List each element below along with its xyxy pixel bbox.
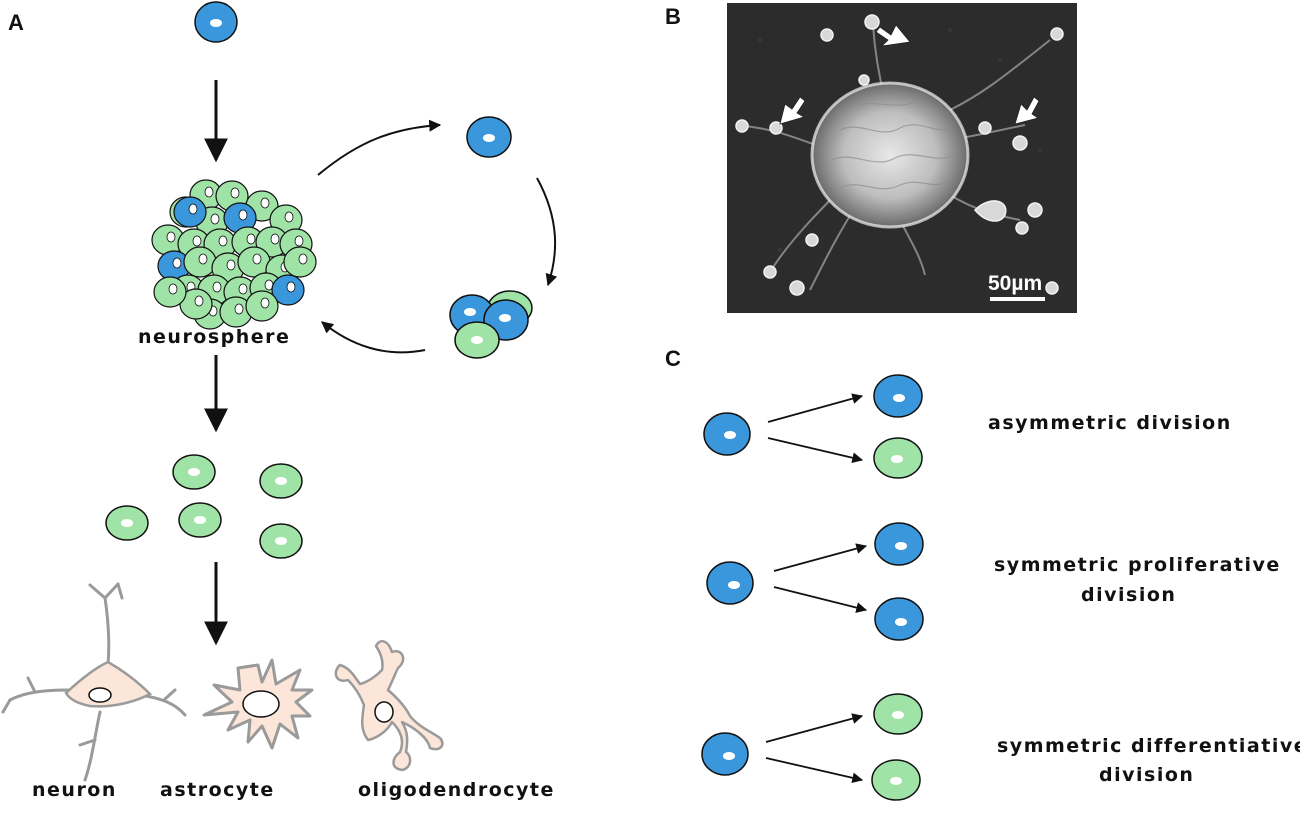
symmetric-proliferative-label-line2: division bbox=[1081, 584, 1176, 606]
stem-cell bbox=[173, 196, 207, 228]
neurosphere-micrograph: 50µm bbox=[727, 3, 1077, 313]
panel-label-c: C bbox=[665, 346, 681, 371]
progenitor-cell bbox=[153, 276, 187, 308]
panel-label-a: A bbox=[8, 10, 24, 35]
oligodendrocyte-label: oligodendrocyte bbox=[358, 779, 555, 801]
symmetric-proliferative-label-line1: symmetric proliferative bbox=[994, 554, 1281, 576]
progenitor-cell bbox=[105, 505, 149, 541]
progenitor-cell bbox=[183, 246, 217, 278]
stem-cell bbox=[271, 274, 305, 306]
astrocyte-label: astrocyte bbox=[160, 779, 275, 801]
progenitor-cell bbox=[179, 288, 213, 320]
cycle-arrow-back bbox=[321, 321, 426, 354]
asymmetric-division-diagram bbox=[703, 374, 923, 479]
neurosphere-cluster bbox=[151, 179, 317, 330]
neuron-drawing bbox=[1, 582, 187, 782]
dividing-cell-cluster bbox=[449, 290, 533, 359]
stem-cell-cycle bbox=[466, 116, 512, 158]
stem-cell bbox=[223, 202, 257, 234]
neuron-label: neuron bbox=[32, 779, 117, 801]
scale-bar-label: 50µm bbox=[988, 272, 1042, 295]
progenitor-cell bbox=[283, 246, 317, 278]
progenitor-cell bbox=[259, 463, 303, 499]
progenitor-cell bbox=[219, 296, 253, 328]
panel-label-b: B bbox=[665, 4, 681, 29]
neurosphere-label: neurosphere bbox=[138, 326, 290, 348]
progenitor-cell bbox=[245, 290, 279, 322]
symmetric-proliferative-diagram bbox=[706, 522, 924, 641]
astrocyte-drawing bbox=[202, 658, 314, 750]
symmetric-differentiative-label-line2: division bbox=[1099, 764, 1194, 786]
cycle-arrow-down bbox=[536, 177, 558, 287]
symmetric-differentiative-label-line1: symmetric differentiative bbox=[997, 735, 1300, 757]
symmetric-differentiative-diagram bbox=[701, 693, 923, 801]
progenitor-cell bbox=[172, 454, 216, 490]
progenitor-cell bbox=[259, 523, 303, 559]
cycle-arrow-out bbox=[317, 119, 442, 176]
oligodendrocyte-drawing bbox=[334, 639, 444, 772]
asymmetric-division-label: asymmetric division bbox=[988, 412, 1232, 434]
progenitor-cell bbox=[178, 502, 222, 538]
progenitor-cells bbox=[105, 454, 303, 559]
stem-cell-top bbox=[194, 1, 238, 43]
